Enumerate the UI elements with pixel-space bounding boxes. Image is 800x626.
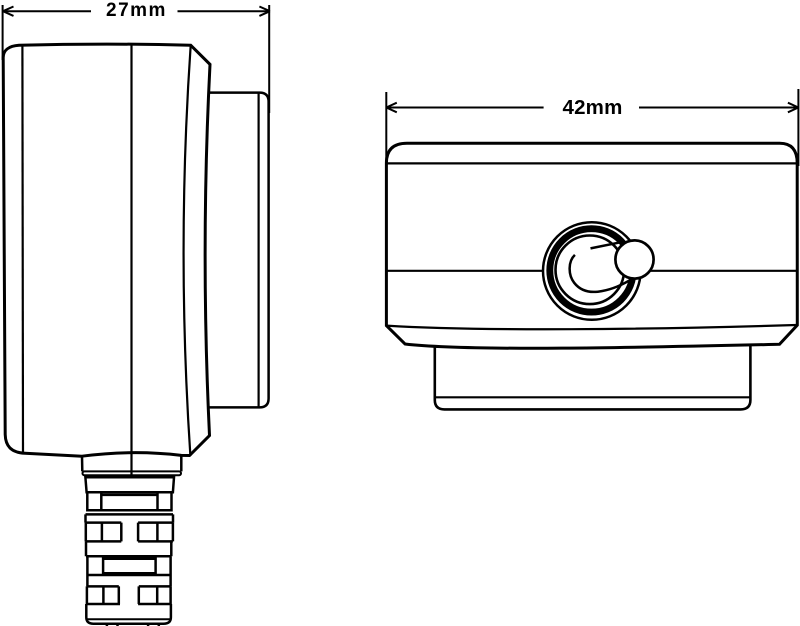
svg-text:42mm: 42mm bbox=[562, 96, 622, 119]
svg-text:27mm: 27mm bbox=[106, 0, 167, 21]
